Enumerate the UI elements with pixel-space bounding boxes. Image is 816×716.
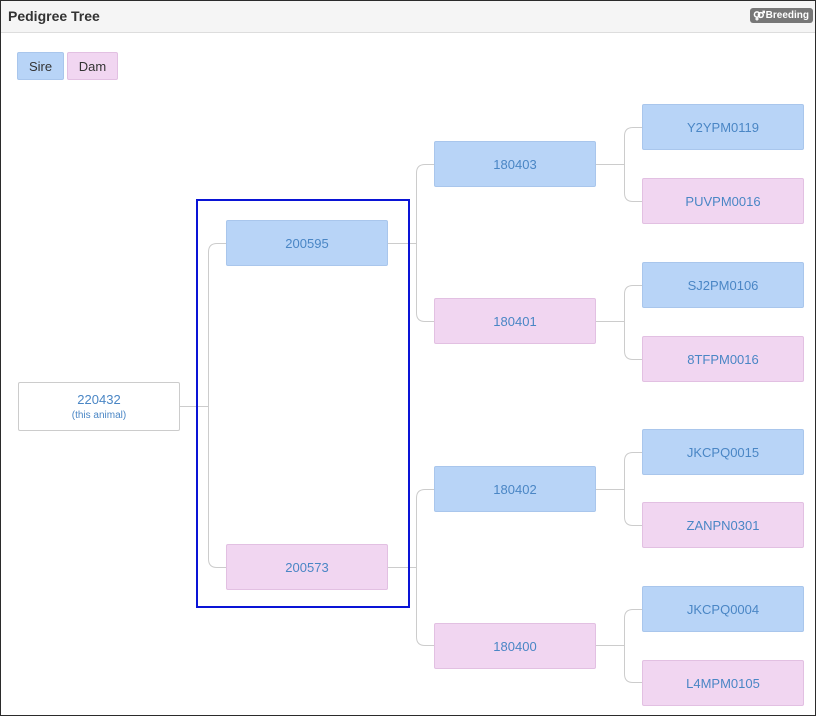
breeding-badge-label: Breeding xyxy=(765,10,809,21)
legend-dam: Dam xyxy=(67,52,118,80)
breeding-gender-icon xyxy=(753,10,765,21)
panel-header: Pedigree Tree Breeding xyxy=(1,1,815,33)
parents-selection-highlight xyxy=(196,199,410,608)
node-great-grandsire-1[interactable]: Y2YPM0119 xyxy=(642,104,804,150)
panel-title: Pedigree Tree xyxy=(8,8,100,24)
node-sire-dam[interactable]: 180401 xyxy=(434,298,596,344)
node-sire[interactable]: 200595 xyxy=(226,220,388,266)
node-great-granddam-1[interactable]: PUVPM0016 xyxy=(642,178,804,224)
node-dam-sire[interactable]: 180402 xyxy=(434,466,596,512)
node-dam-dam[interactable]: 180400 xyxy=(434,623,596,669)
breeding-badge: Breeding xyxy=(749,8,813,23)
animal-note: (this animal) xyxy=(71,410,127,421)
node-great-granddam-4[interactable]: L4MPM0105 xyxy=(642,660,804,706)
node-great-grandsire-4[interactable]: JKCPQ0004 xyxy=(642,586,804,632)
node-this-animal[interactable]: 220432 (this animal) xyxy=(18,382,180,431)
node-great-grandsire-2[interactable]: SJ2PM0106 xyxy=(642,262,804,308)
node-great-grandsire-3[interactable]: JKCPQ0015 xyxy=(642,429,804,475)
node-great-granddam-2[interactable]: 8TFPM0016 xyxy=(642,336,804,382)
node-dam[interactable]: 200573 xyxy=(226,544,388,590)
animal-id[interactable]: 220432 xyxy=(77,392,121,407)
node-sire-sire[interactable]: 180403 xyxy=(434,141,596,187)
node-great-granddam-3[interactable]: ZANPN0301 xyxy=(642,502,804,548)
legend-sire: Sire xyxy=(17,52,64,80)
